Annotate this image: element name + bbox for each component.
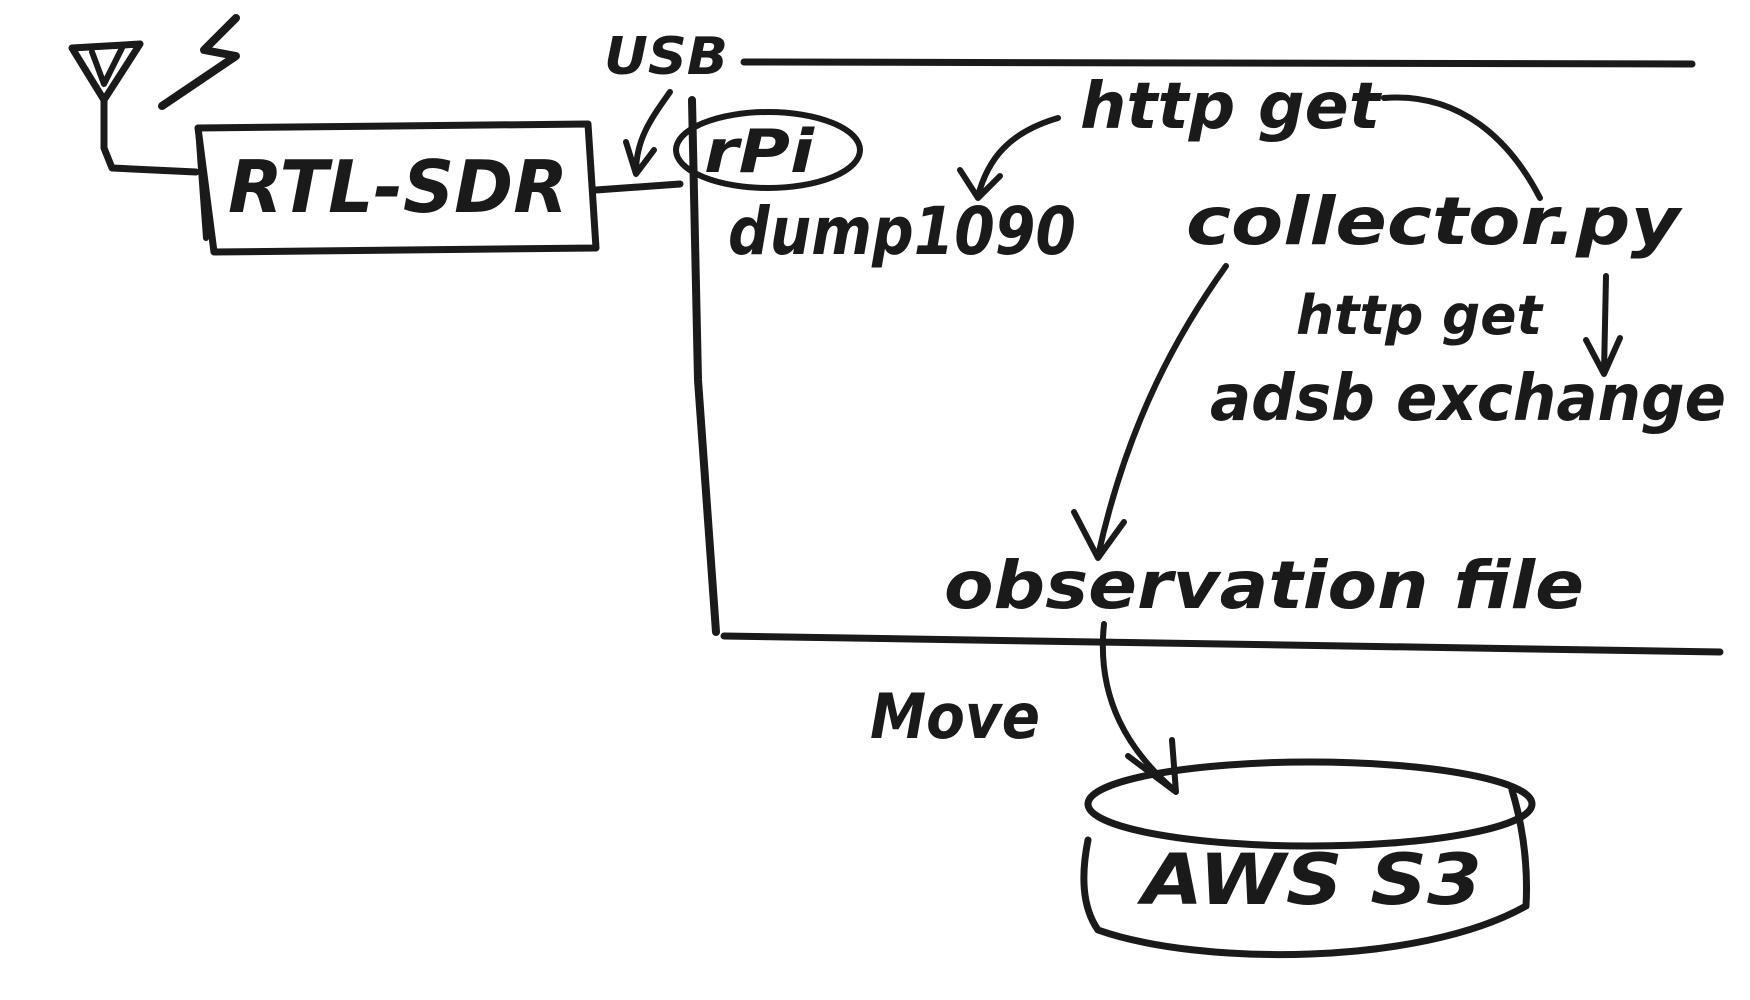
usb-arrow: [623, 89, 673, 177]
rpi-ellipse: [673, 109, 863, 191]
collector-label: collector.py: [1186, 183, 1683, 260]
rtl-sdr-device: [194, 120, 600, 256]
move-arrow: [1099, 621, 1179, 795]
collector-to-adsb-arrow: [1583, 273, 1623, 377]
usb-label: USB: [604, 27, 728, 87]
http-get-second-label: http get: [1296, 284, 1544, 347]
aws-s3-cylinder: [1080, 758, 1536, 959]
signal-icon: [158, 14, 240, 110]
collector-to-http-get-arc: [1381, 94, 1543, 201]
observation-file-label: observation file: [944, 547, 1584, 624]
adsb-exchange-label: adsb exchange: [1210, 362, 1726, 436]
dump1090-label: dump1090: [728, 193, 1076, 270]
move-label: Move: [870, 680, 1040, 753]
rpi-label: rPi: [704, 117, 816, 187]
http-get-to-dump1090-arrow: [957, 115, 1061, 201]
collector-to-observation-arrow: [1071, 263, 1229, 561]
rtl-sdr-label: RTL-SDR: [228, 145, 568, 229]
http-get-top-label: http get: [1080, 70, 1382, 144]
antenna-icon: [68, 40, 200, 176]
aws-s3-label: AWS S3: [1136, 839, 1482, 921]
rpi-boundary: [688, 58, 1724, 656]
usb-cable: [592, 180, 684, 194]
